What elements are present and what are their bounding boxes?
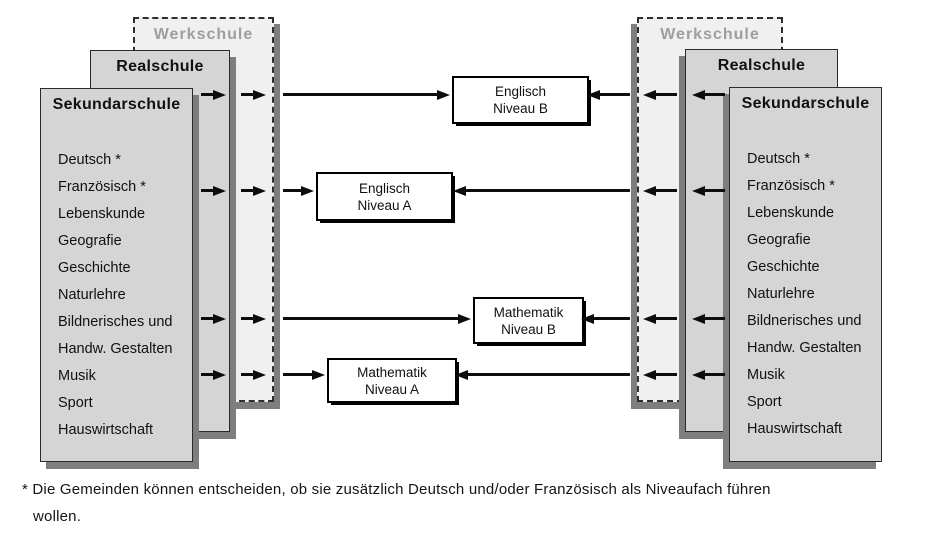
card-sekundarschule-right: Sekundarschule Deutsch * Französisch * Leb…: [729, 87, 882, 462]
arrow-right-icon: [201, 189, 213, 192]
subject-item: Geschichte: [58, 260, 131, 276]
level-box-line2: Niveau B: [501, 321, 556, 337]
realschule-right-title: Realschule: [717, 57, 806, 74]
level-box-line1: Englisch: [358, 180, 411, 196]
werkschule-left-title: Werkschule: [153, 26, 254, 43]
level-box-englisch-a: Englisch Niveau A: [316, 172, 453, 221]
arrow-left-icon: [656, 189, 677, 192]
arrow-right-icon: [241, 189, 253, 192]
subject-item: Handw. Gestalten: [58, 341, 173, 357]
arrow-left-icon: [594, 317, 630, 320]
realschule-left-title: Realschule: [116, 58, 204, 75]
subject-item: Geografie: [58, 233, 122, 249]
subject-item: Musik: [747, 367, 785, 383]
subject-item: Sport: [58, 395, 93, 411]
subject-item: Lebenskunde: [747, 205, 835, 221]
level-box-mathematik-a: Mathematik Niveau A: [327, 358, 457, 403]
subject-item: Hauswirtschaft: [747, 421, 843, 437]
level-box-line2: Niveau A: [364, 381, 420, 397]
level-box-mathematik-b: Mathematik Niveau B: [473, 297, 584, 344]
arrow-right-icon: [283, 373, 312, 376]
arrow-right-icon: [201, 317, 213, 320]
arrow-right-icon: [283, 317, 458, 320]
subject-item: Musik: [58, 368, 96, 384]
subject-item: Naturlehre: [747, 286, 815, 302]
level-box-line2: Niveau B: [493, 101, 548, 116]
subject-item: Geschichte: [747, 259, 820, 275]
subject-item: Bildnerisches und: [58, 314, 173, 330]
footnote-line-2: wollen.: [33, 508, 82, 525]
arrow-left-icon: [468, 373, 630, 376]
level-box-line1: Mathematik: [493, 304, 564, 320]
subject-item: Deutsch *: [58, 152, 121, 168]
arrow-right-icon: [283, 189, 301, 192]
subject-item: Sport: [747, 394, 782, 410]
sekundarschule-right-title: Sekundarschule: [741, 95, 870, 112]
level-box-line1: Englisch: [494, 84, 547, 99]
arrow-left-icon: [705, 317, 725, 320]
arrow-left-icon: [600, 93, 630, 96]
subject-item: Deutsch *: [747, 151, 810, 167]
footnote-line-1: * Die Gemeinden können entscheiden, ob s…: [22, 481, 771, 498]
arrow-left-icon: [705, 189, 725, 192]
arrow-right-icon: [201, 373, 213, 376]
subject-item: Geografie: [747, 232, 811, 248]
arrow-left-icon: [466, 189, 630, 192]
subject-item: Naturlehre: [58, 287, 126, 303]
sekundarschule-left-title: Sekundarschule: [52, 96, 181, 113]
werkschule-right-title: Werkschule: [660, 26, 760, 43]
subject-item: Lebenskunde: [58, 206, 146, 222]
arrow-left-icon: [705, 93, 725, 96]
arrow-left-icon: [656, 317, 677, 320]
arrow-left-icon: [656, 373, 677, 376]
subject-item: Französisch *: [58, 179, 146, 195]
subject-item: Bildnerisches und: [747, 313, 862, 329]
arrow-right-icon: [283, 93, 437, 96]
arrow-right-icon: [241, 373, 253, 376]
level-box-line1: Mathematik: [357, 364, 427, 380]
arrow-right-icon: [241, 93, 253, 96]
subject-item: Handw. Gestalten: [747, 340, 862, 356]
arrow-right-icon: [201, 93, 213, 96]
arrow-left-icon: [705, 373, 725, 376]
level-box-englisch-b: Englisch Niveau B: [452, 76, 589, 124]
subject-item: Hauswirtschaft: [58, 422, 154, 438]
level-box-line2: Niveau A: [357, 197, 412, 213]
arrow-right-icon: [241, 317, 253, 320]
arrow-left-icon: [656, 93, 677, 96]
card-sekundarschule-left: Sekundarschule Deutsch * Französisch * Leb…: [40, 88, 193, 462]
subject-item: Französisch *: [747, 178, 835, 194]
